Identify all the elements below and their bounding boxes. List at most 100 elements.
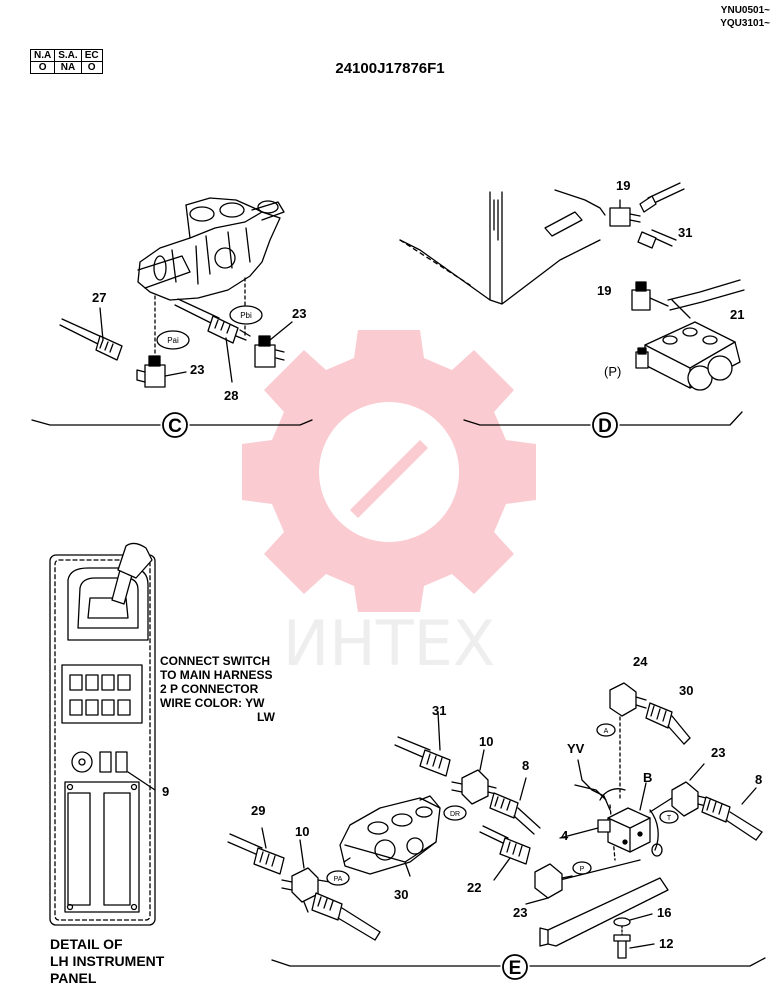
code-value-sa: NA	[54, 61, 82, 74]
elbow-24	[609, 682, 647, 717]
section-marker-e	[502, 954, 528, 980]
solenoid-block-d	[635, 321, 741, 391]
tee-10-bottom	[281, 839, 331, 913]
callout-p-port: (P)	[604, 364, 621, 379]
callout-31-e: 31	[432, 703, 446, 718]
bolt-12	[613, 925, 655, 959]
port-label-p: P	[580, 866, 585, 873]
port-label-pbi: Pbi	[240, 311, 252, 320]
callout-19-top: 19	[616, 178, 630, 193]
callout-21: 21	[730, 307, 744, 322]
port-label-a: A	[604, 728, 609, 735]
callout-27: 27	[92, 290, 106, 305]
key-switch-icon	[71, 751, 93, 773]
port-label-t: T	[667, 815, 672, 822]
port-tag-pa	[326, 870, 350, 886]
port-tag-p	[572, 861, 592, 875]
port-tag-dr	[443, 805, 467, 821]
watermark-gear-icon	[242, 330, 536, 612]
mounting-bracket-e	[539, 704, 669, 947]
watermark-text: ИНТЕХ	[283, 607, 496, 680]
section-e-diagram	[227, 682, 766, 980]
serial-range-2: YQU3101~	[720, 18, 770, 29]
callout-4: 4	[561, 828, 569, 843]
section-d-diagram	[399, 182, 745, 438]
switch-9-left	[99, 751, 112, 773]
callout-29: 29	[251, 803, 265, 818]
callout-24: 24	[633, 654, 648, 669]
elbow-23-right-e	[649, 763, 707, 817]
tee-19-top	[544, 182, 685, 249]
hose-29	[227, 827, 285, 875]
callout-22: 22	[467, 880, 481, 895]
control-valve-e	[339, 795, 441, 877]
callout-30-top: 30	[679, 683, 693, 698]
callout-9: 9	[162, 784, 169, 799]
callout-10-top: 10	[479, 734, 493, 749]
wire-yv	[574, 759, 611, 811]
tee-19-bottom	[631, 279, 745, 319]
callout-8-middle: 8	[522, 758, 529, 773]
section-letter-c: C	[168, 416, 182, 437]
hose-30-bottom	[311, 892, 381, 941]
callout-23-c-left: 23	[190, 362, 204, 377]
section-marker-c	[162, 412, 188, 438]
frame-corner	[399, 191, 601, 305]
note-line-3: 2 P CONNECTOR	[160, 682, 259, 696]
elbow-23-right	[254, 321, 293, 368]
serial-range-1: YNU0501~	[720, 5, 770, 16]
detail-caption-line-2: LH INSTRUMENT	[50, 953, 165, 969]
port-label-dr: DR	[450, 811, 460, 818]
port-tag-pai	[156, 330, 190, 350]
section-letter-e: E	[509, 958, 522, 979]
section-marker-d	[592, 412, 618, 438]
note-line-2: TO MAIN HARNESS	[160, 668, 273, 682]
note-line-5: LW	[257, 710, 275, 724]
hose-30-top	[645, 702, 691, 745]
callout-8-right: 8	[755, 772, 762, 787]
joystick-lever	[111, 542, 153, 605]
section-letter-d: D	[598, 416, 612, 437]
callout-yv: YV	[567, 741, 585, 756]
code-value-ec: O	[80, 61, 103, 74]
market-code-table: N.A S.A. EC O NA O	[29, 49, 103, 74]
watermark-wrench-icon	[350, 440, 428, 518]
callout-19-bottom: 19	[597, 283, 611, 298]
switch-row-1	[69, 674, 131, 691]
tee-10-top	[451, 749, 497, 805]
lh-instrument-panel	[49, 542, 156, 926]
elbow-23-left	[136, 355, 187, 388]
callout-b: B	[643, 770, 652, 785]
code-header-sa: S.A.	[54, 49, 82, 62]
detail-caption-line-1: DETAIL OF	[50, 936, 123, 952]
callout-23-c-right: 23	[292, 306, 306, 321]
callout-10-bottom: 10	[295, 824, 309, 839]
hose-22	[479, 825, 531, 881]
callout-23-e-bottom: 23	[513, 905, 527, 920]
callout-28: 28	[224, 388, 238, 403]
switch-9-right	[115, 751, 128, 773]
port-label-pai: Pai	[167, 336, 179, 345]
pilot-valve-c	[137, 197, 285, 361]
hose-31	[394, 711, 451, 777]
note-line-4: WIRE COLOR: YW	[160, 696, 265, 710]
callout-23-e-right: 23	[711, 745, 725, 760]
washer-16	[613, 913, 653, 927]
switch-row-2	[69, 699, 131, 716]
section-c-diagram	[31, 197, 313, 438]
hose-28	[174, 298, 251, 383]
callout-31-d: 31	[678, 225, 692, 240]
detail-caption: DETAIL OF LH INSTRUMENT PANEL	[50, 936, 164, 987]
callout-30-bottom: 30	[394, 887, 408, 902]
wiring-note: CONNECT SWITCH TO MAIN HARNESS 2 P CONNE…	[160, 654, 275, 724]
port-tag-t	[659, 810, 679, 824]
hose-8-middle	[489, 777, 541, 835]
hose-8-right	[701, 787, 763, 841]
elbow-23-bottom	[525, 863, 573, 905]
manifold-4	[597, 807, 651, 853]
callout-12: 12	[659, 936, 673, 951]
port-tag-pbi	[229, 305, 263, 325]
part-number: 24100J17876F1	[335, 60, 445, 77]
port-tag-a	[596, 723, 616, 737]
